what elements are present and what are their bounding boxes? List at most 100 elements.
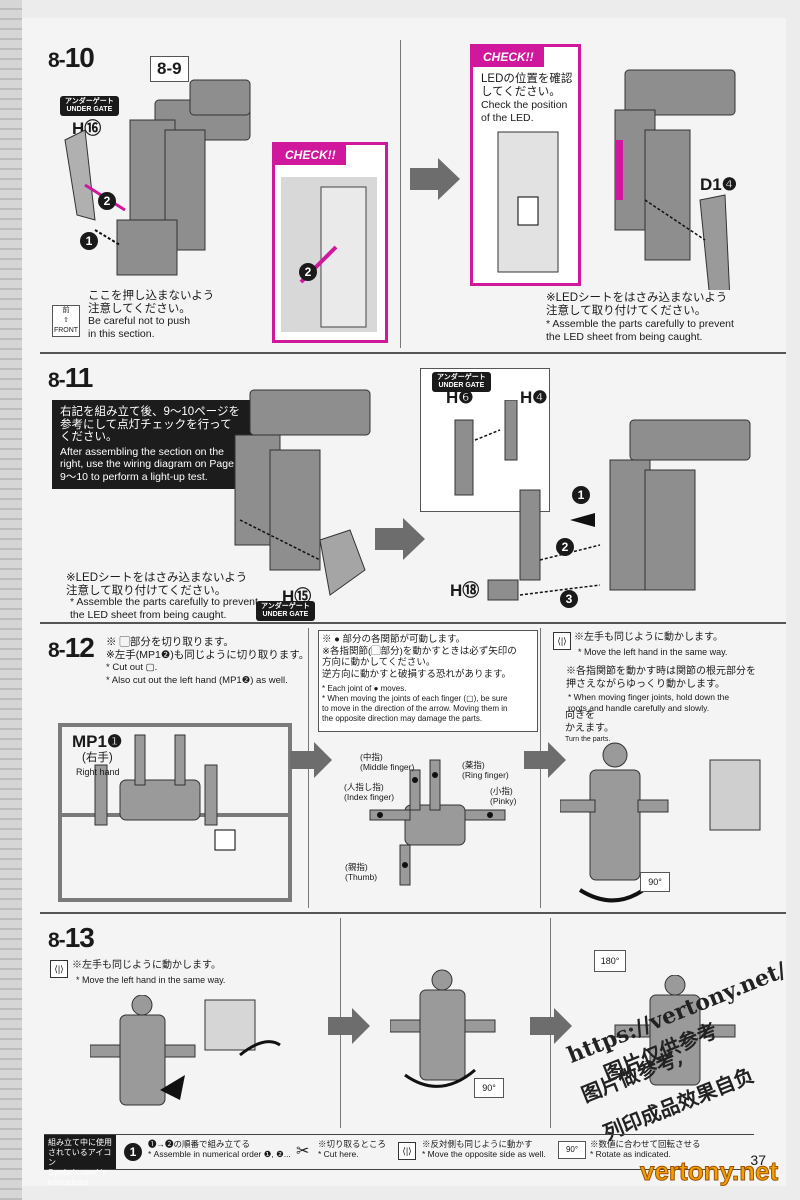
step-prefix: 8- <box>48 929 66 952</box>
rotate-180-icon: 180° <box>594 950 626 972</box>
symbols-legend: 組み立て中に使用 されているアイコン Symbols used in instr… <box>44 1134 754 1187</box>
left-hand-note-jp: ※左手も同じように動かします。 <box>72 960 221 971</box>
step-prefix: 8- <box>48 639 66 662</box>
watermark-brand: vertony.net <box>639 1156 779 1187</box>
assembly-illustration <box>64 79 251 276</box>
legend-opposite: ※反対側も同じように動かす * Move the opposite side a… <box>422 1139 546 1159</box>
mirror-icon: ⟨|⟩ <box>553 632 571 650</box>
push-note-jp: ここを押し込まないよう 注意してください。 <box>88 290 215 315</box>
step-prefix: 8- <box>48 369 66 392</box>
front-jp: 前 <box>62 307 70 314</box>
led-sheet-note-en: * Assemble the parts carefully to preven… <box>546 318 734 343</box>
step-number-icon: 2 <box>299 263 317 281</box>
hand-rotate-illustration <box>560 742 761 903</box>
binding-edge <box>0 0 22 1200</box>
check-box: CHECK!! 2 <box>272 142 388 343</box>
next-arrow-icon <box>410 158 460 200</box>
led-check-jp: LEDの位置を確認 してください。 <box>481 73 573 98</box>
divider <box>40 622 786 624</box>
finger-root-note-en: * When moving finger joints, hold down t… <box>568 692 730 713</box>
assembly-illustration <box>234 389 371 596</box>
left-hand-note-en: * Move the left hand in the same way. <box>578 647 728 657</box>
push-note-en: Be careful not to push in this section. <box>88 315 191 340</box>
step-number: 10 <box>64 42 95 73</box>
step-title: 8-10 <box>48 42 95 74</box>
right-hand-jp: (右手) <box>82 752 113 764</box>
finger-label-middle: (中指) (Middle finger) <box>360 752 415 772</box>
part-label: D1❹ <box>700 175 737 194</box>
finger-label-thumb: (親指) (Thumb) <box>345 862 378 882</box>
column-divider <box>400 40 401 348</box>
page-number: 37 <box>750 1152 766 1168</box>
next-arrow-icon <box>530 1008 572 1044</box>
finger-label-pinky: (小指) (Pinky) <box>490 786 517 806</box>
divider <box>40 912 786 914</box>
front-arrow-icon: ⇧ <box>63 317 69 324</box>
check-header: CHECK!! <box>473 47 544 67</box>
left-hand-note-en: * Move the left hand in the same way. <box>76 975 226 985</box>
next-arrow-icon <box>290 742 332 778</box>
finger-label-index: (人指し指) (Index finger) <box>344 782 395 802</box>
part-label: H❹ <box>520 388 548 407</box>
under-gate-badge: アンダーゲート UNDER GATE <box>60 96 119 116</box>
next-arrow-icon <box>328 1008 370 1044</box>
step-number-icon: 1 <box>572 486 590 504</box>
turn-note-jp: 向きを かえます。 <box>565 710 614 734</box>
front-icon: 前 ⇧ FRONT <box>52 305 80 337</box>
part-label: MP1❶ <box>72 732 123 751</box>
legend-cut: ※切り取るところ * Cut here. <box>318 1139 387 1159</box>
light-up-test-note: 右記を組み立て後、9～10ページを 参考にして点灯チェックを行って ください。 … <box>52 400 260 489</box>
led-closeup <box>497 131 559 273</box>
divider <box>40 352 786 354</box>
step-number-icon: 2 <box>556 538 574 556</box>
front-label: FRONT <box>53 327 79 334</box>
step-title: 8-11 <box>48 362 94 394</box>
hand-pose-illustration <box>90 995 281 1106</box>
part-label: H⑱ <box>450 581 480 600</box>
check-box: CHECK!! LEDの位置を確認 してください。 Check the posi… <box>470 44 581 286</box>
rotate-90-icon: 90° <box>474 1078 504 1098</box>
assembly-illustration <box>614 69 736 290</box>
step-number-icon: 2 <box>98 192 116 210</box>
step-number: 12 <box>64 632 95 663</box>
step-title: 8-13 <box>48 922 95 954</box>
finger-label-ring: (薬指) (Ring finger) <box>462 760 509 780</box>
check-closeup <box>281 177 377 332</box>
led-sheet-note-jp: ※LEDシートをはさみ込まないよう 注意して取り付けてください。 <box>66 572 248 597</box>
finger-root-note-jp: ※各指関節を動かす時は関節の根元部分を 押さえながらゆっくり動かします。 <box>566 666 756 690</box>
light-up-note-jp: 右記を組み立て後、9～10ページを 参考にして点灯チェックを行って ください。 <box>60 406 240 443</box>
light-up-note-en: After assembling the section on the righ… <box>60 445 234 483</box>
cut-note-en: * Cut out ▢. * Also cut out the left han… <box>106 662 288 686</box>
subassembly-box <box>420 368 550 512</box>
mirror-icon: ⟨|⟩ <box>50 960 68 978</box>
hand-joints-illustration <box>369 759 506 886</box>
number-icon: 1 <box>124 1143 142 1161</box>
step-number-icon: 3 <box>560 590 578 608</box>
rotate-icon: 90° <box>558 1141 586 1159</box>
step-number: 13 <box>64 922 95 953</box>
step-title: 8-12 <box>48 632 95 664</box>
next-arrow-icon <box>524 742 566 778</box>
next-arrow-icon <box>375 518 425 560</box>
hand-pose-illustration <box>390 969 496 1088</box>
joint-note-jp: ※ ● 部分の各関節が可動します。 ※各指関節(▢部分)を動かすときは必ず矢印の… <box>322 634 517 680</box>
joint-note-box <box>318 630 538 732</box>
reference-step-label: 8-9 <box>150 56 189 82</box>
led-check-en: Check the position of the LED. <box>481 99 568 124</box>
joint-note-en: * Each joint of ● moves. * When moving t… <box>322 684 508 723</box>
under-gate-badge: アンダーゲート UNDER GATE <box>432 372 491 392</box>
step-number-icon: 1 <box>80 232 98 250</box>
led-sheet-note-en: * Assemble the parts carefully to preven… <box>70 596 258 621</box>
parts-illustration <box>454 400 751 601</box>
legend-assemble-order: ❶→❷の順番で組み立てる * Assemble in numerical ord… <box>148 1139 291 1159</box>
step-prefix: 8- <box>48 49 66 72</box>
mirror-icon: ⟨|⟩ <box>398 1142 416 1160</box>
legend-rotate: ※数値に合わせて回転させる * Rotate as indicated. <box>590 1139 701 1159</box>
left-hand-note-jp: ※左手も同じように動かします。 <box>574 632 723 643</box>
step-number: 11 <box>64 362 94 393</box>
legend-title: 組み立て中に使用 されているアイコン Symbols used in instr… <box>44 1135 116 1187</box>
under-gate-badge: アンダーゲート UNDER GATE <box>256 601 315 621</box>
cut-note-jp: ※ ▢部分を切り取ります。 ※左手(MP1❷)も同じように切り取ります。 <box>106 636 310 661</box>
check-header: CHECK!! <box>275 145 346 165</box>
turn-note-en: Turn the parts. <box>565 736 611 743</box>
